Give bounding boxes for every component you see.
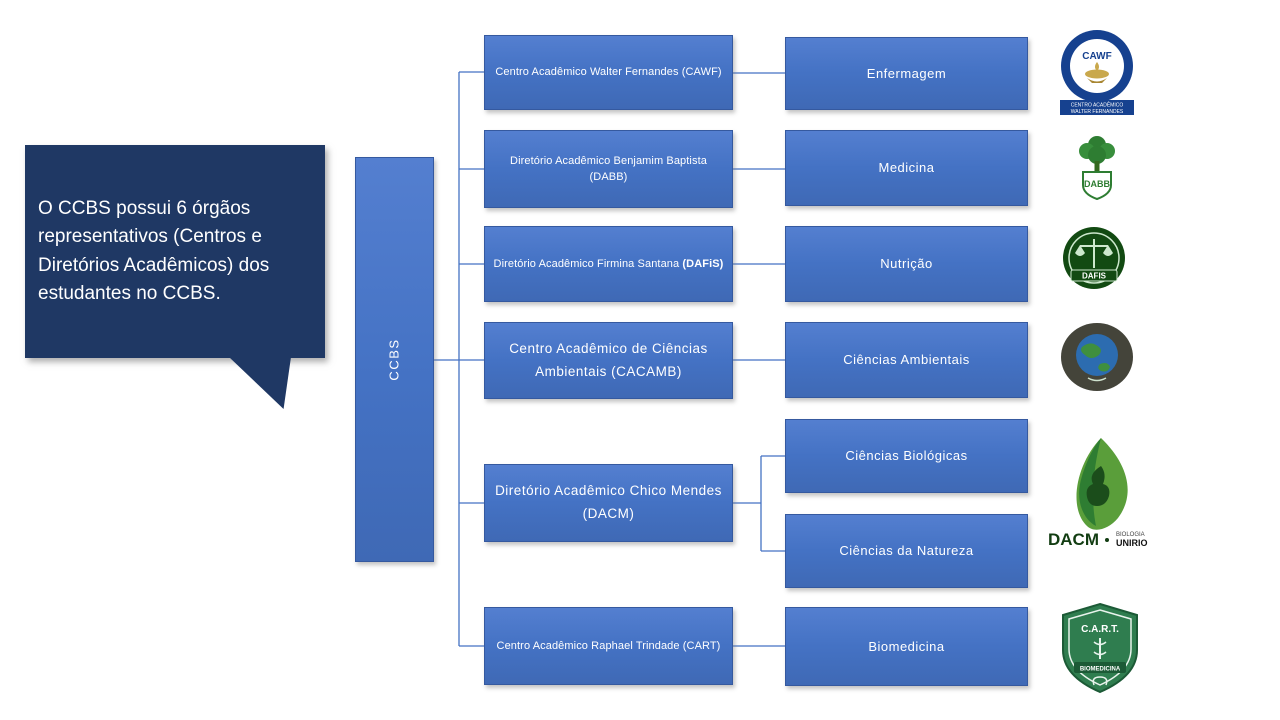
cawf-logo-line2: WALTER FERNANDES [1071,109,1124,115]
course-label-biomedicina: Biomedicina [868,638,945,654]
callout-text: O CCBS possui 6 órgãos representativos (… [38,197,270,305]
ccbs-root-box: CCBS [355,157,434,562]
org-label-dabb: Diretório Acadêmico Benjamim Baptista (D… [510,154,707,184]
org-box-cawf: Centro Acadêmico Walter Fernandes (CAWF) [484,35,733,110]
dabb-logo-acronym: DABB [1084,179,1110,189]
org-label-dafis: Diretório Acadêmico Firmina Santana (DAF… [493,257,724,270]
dacm-logo-line1: BIOLOGIA [1116,532,1145,538]
course-box-nutricao: Nutrição [785,226,1028,302]
course-label-ciencias-da-natureza: Ciências da Natureza [839,543,974,559]
course-box-enfermagem: Enfermagem [785,37,1028,110]
dafis-logo-acronym: DAFIS [1082,272,1107,281]
cart-logo: C.A.R.T. BIOMEDICINA [1058,602,1142,696]
dafis-logo: DAFIS [1062,226,1126,290]
dacm-logo-acronym: DACM [1048,530,1099,549]
cawf-logo-acronym: CAWF [1082,51,1111,62]
org-box-cacamb: Centro Acadêmico de Ciências Ambientais … [484,322,733,399]
callout-tail [229,357,291,409]
ccbs-root-label: CCBS [387,338,402,381]
course-box-biomedicina: Biomedicina [785,607,1028,686]
callout-bubble: O CCBS possui 6 órgãos representativos (… [25,145,325,358]
course-box-ciencias-biologicas: Ciências Biológicas [785,419,1028,493]
dacm-logo-line2: UNIRIO [1116,538,1148,548]
course-label-nutricao: Nutrição [880,256,933,272]
cawf-logo: CAWF CENTRO ACADÊMICO WALTER FERNANDES [1056,28,1138,116]
course-label-ciencias-ambientais: Ciências Ambientais [843,352,970,368]
course-label-medicina: Medicina [878,160,935,176]
org-box-cart: Centro Acadêmico Raphael Trindade (CART) [484,607,733,685]
dabb-logo: DABB [1068,132,1126,204]
course-label-ciencias-biologicas: Ciências Biológicas [845,448,968,464]
course-box-ciencias-ambientais: Ciências Ambientais [785,322,1028,398]
cart-logo-acronym: C.A.R.T. [1081,624,1119,635]
cawf-logo-line1: CENTRO ACADÊMICO [1071,101,1124,109]
cart-logo-line1: BIOMEDICINA [1080,667,1121,673]
org-label-dacm: Diretório Acadêmico Chico Mendes (DACM) [495,483,722,521]
course-box-medicina: Medicina [785,130,1028,206]
dacm-logo: DACM BIOLOGIA UNIRIO [1044,436,1154,554]
org-box-dabb: Diretório Acadêmico Benjamim Baptista (D… [484,130,733,208]
org-box-dacm: Diretório Acadêmico Chico Mendes (DACM) [484,464,733,542]
course-label-enfermagem: Enfermagem [866,65,947,81]
org-label-cawf: Centro Acadêmico Walter Fernandes (CAWF) [495,66,722,79]
org-label-cart: Centro Acadêmico Raphael Trindade (CART) [496,639,721,652]
cacamb-logo [1060,322,1134,392]
course-box-ciencias-da-natureza: Ciências da Natureza [785,514,1028,588]
org-box-dafis: Diretório Acadêmico Firmina Santana (DAF… [484,226,733,302]
org-label-cacamb: Centro Acadêmico de Ciências Ambientais … [509,340,708,379]
